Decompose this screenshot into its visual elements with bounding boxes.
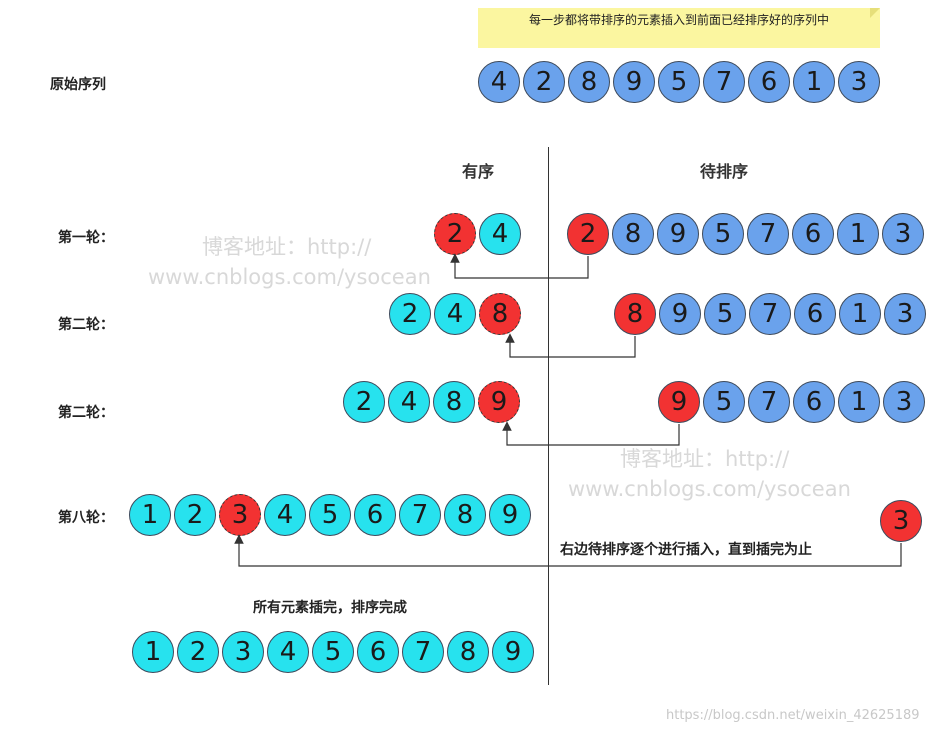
- number-circle: 5: [703, 381, 745, 423]
- caption-remaining: 右边待排序逐个进行插入，直到插完为止: [560, 542, 812, 558]
- number-circle: 9: [613, 61, 655, 103]
- watermark-2: 博客地址：http:// www.cnblogs.com/ysocean: [568, 444, 851, 504]
- number-circle: 2: [567, 213, 609, 255]
- number-circle: 2: [177, 631, 219, 673]
- number-circle: 1: [793, 61, 835, 103]
- number-circle: 6: [794, 293, 836, 335]
- number-circle: 3: [880, 500, 922, 542]
- label-round-8: 第八轮：: [58, 510, 114, 526]
- number-circle: 3: [882, 213, 924, 255]
- number-circle: 6: [793, 381, 835, 423]
- number-circle: 1: [129, 494, 171, 536]
- number-circle: 4: [478, 61, 520, 103]
- number-circle: 8: [444, 494, 486, 536]
- number-circle: 3: [883, 381, 925, 423]
- number-circle: 7: [703, 61, 745, 103]
- number-circle: 7: [748, 381, 790, 423]
- number-circle: 4: [267, 631, 309, 673]
- watermark-1: 博客地址：http:// www.cnblogs.com/ysocean: [148, 232, 431, 292]
- arrow-round8: [234, 534, 902, 567]
- header-unsorted: 待排序: [700, 162, 749, 181]
- watermark-1-line2: www.cnblogs.com/ysocean: [148, 265, 431, 289]
- row-round8-unsorted: 3: [880, 500, 925, 542]
- number-circle: 5: [704, 293, 746, 335]
- number-circle: 1: [838, 381, 880, 423]
- number-circle: 2: [434, 213, 476, 255]
- label-round-3: 第二轮：: [58, 405, 114, 421]
- number-circle: 6: [354, 494, 396, 536]
- number-circle: 4: [434, 293, 476, 335]
- number-circle: 8: [614, 293, 656, 335]
- number-circle: 6: [748, 61, 790, 103]
- source-credit: https://blog.csdn.net/weixin_42625189: [666, 708, 920, 723]
- number-circle: 6: [792, 213, 834, 255]
- number-circle: 2: [523, 61, 565, 103]
- number-circle: 1: [839, 293, 881, 335]
- number-circle: 9: [658, 381, 700, 423]
- watermark-1-line1: 博客地址：http://: [202, 235, 372, 259]
- watermark-2-line1: 博客地址：http://: [620, 447, 790, 471]
- label-original: 原始序列: [50, 77, 106, 93]
- number-circle: 3: [884, 293, 926, 335]
- number-circle: 9: [492, 631, 534, 673]
- caption-done: 所有元素插完，排序完成: [253, 600, 407, 616]
- number-circle: 3: [219, 494, 261, 536]
- note-fold-corner: [870, 8, 880, 18]
- number-circle: 8: [433, 381, 475, 423]
- number-circle: 4: [388, 381, 430, 423]
- number-circle: 1: [837, 213, 879, 255]
- number-circle: 4: [264, 494, 306, 536]
- number-circle: 8: [479, 293, 521, 335]
- number-circle: 8: [568, 61, 610, 103]
- label-round-1: 第一轮：: [58, 230, 114, 246]
- number-circle: 3: [222, 631, 264, 673]
- number-circle: 9: [478, 381, 520, 423]
- number-circle: 7: [399, 494, 441, 536]
- number-circle: 4: [479, 213, 521, 255]
- number-circle: 5: [702, 213, 744, 255]
- number-circle: 1: [132, 631, 174, 673]
- number-circle: 2: [343, 381, 385, 423]
- arrow-round2: [505, 333, 636, 358]
- instruction-note-text: 每一步都将带排序的元素插入到前面已经排序好的序列中: [528, 13, 829, 27]
- instruction-note: 每一步都将带排序的元素插入到前面已经排序好的序列中: [478, 8, 880, 48]
- number-circle: 7: [749, 293, 791, 335]
- number-circle: 5: [312, 631, 354, 673]
- number-circle: 8: [447, 631, 489, 673]
- arrow-round1: [450, 253, 589, 279]
- number-circle: 9: [657, 213, 699, 255]
- arrow-round3: [502, 421, 680, 446]
- number-circle: 8: [612, 213, 654, 255]
- number-circle: 5: [658, 61, 700, 103]
- number-circle: 6: [357, 631, 399, 673]
- label-round-2: 第二轮：: [58, 317, 114, 333]
- number-circle: 2: [174, 494, 216, 536]
- number-circle: 3: [838, 61, 880, 103]
- number-circle: 2: [389, 293, 431, 335]
- section-divider: [548, 147, 549, 685]
- number-circle: 7: [747, 213, 789, 255]
- number-circle: 9: [659, 293, 701, 335]
- header-sorted: 有序: [462, 162, 495, 181]
- number-circle: 5: [309, 494, 351, 536]
- number-circle: 9: [489, 494, 531, 536]
- watermark-2-line2: www.cnblogs.com/ysocean: [568, 477, 851, 501]
- number-circle: 7: [402, 631, 444, 673]
